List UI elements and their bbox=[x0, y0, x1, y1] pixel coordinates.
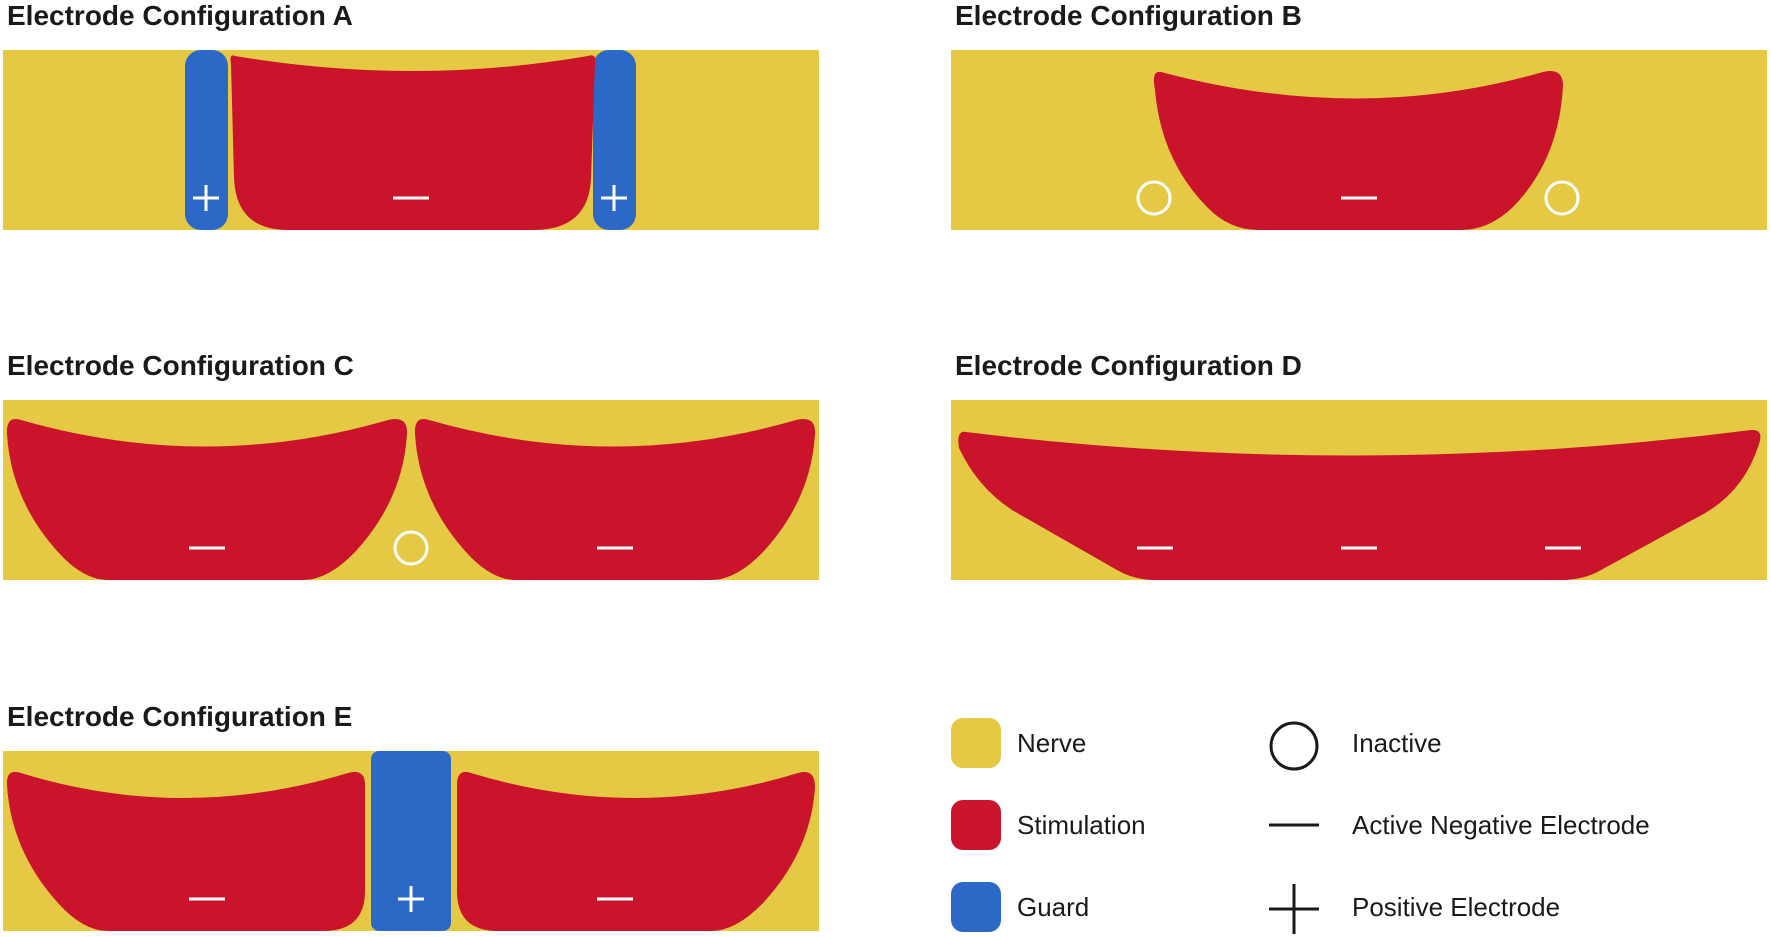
guard-region bbox=[371, 751, 451, 931]
panel-d-diagram bbox=[951, 400, 1767, 580]
panel-a-diagram bbox=[3, 50, 819, 230]
positive-electrode-icon bbox=[1269, 884, 1319, 934]
stimulation-region bbox=[6, 418, 408, 580]
legend-stimulation-label: Stimulation bbox=[1017, 810, 1146, 840]
panel-a-title: Electrode Configuration A bbox=[7, 0, 353, 31]
stimulation-region bbox=[958, 429, 1761, 580]
positive-electrode-icon bbox=[398, 886, 424, 912]
stimulation-region bbox=[457, 771, 815, 931]
legend-guard-label: Guard bbox=[1017, 892, 1090, 922]
nerve-swatch bbox=[951, 718, 1001, 768]
panel-c-title: Electrode Configuration C bbox=[7, 350, 354, 381]
panel-d-title: Electrode Configuration D bbox=[955, 350, 1302, 381]
positive-electrode-icon bbox=[193, 185, 219, 211]
guard-region-left bbox=[185, 50, 228, 230]
legend-nerve-label: Nerve bbox=[1017, 728, 1087, 758]
stimulation-region bbox=[230, 55, 596, 230]
guard-swatch bbox=[951, 882, 1001, 932]
panel-b-title: Electrode Configuration B bbox=[955, 0, 1302, 31]
inactive-electrode-icon bbox=[393, 530, 429, 566]
inactive-electrode-icon bbox=[1544, 180, 1580, 216]
panel-c-diagram bbox=[3, 400, 819, 580]
negative-electrode-icon bbox=[1269, 823, 1319, 827]
panel-e-title: Electrode Configuration E bbox=[7, 701, 353, 732]
legend-inactive-label: Inactive bbox=[1352, 728, 1442, 758]
inactive-electrode-icon bbox=[1269, 721, 1319, 771]
stimulation-region bbox=[414, 418, 816, 580]
guard-region-right bbox=[593, 50, 636, 230]
panel-b-diagram bbox=[951, 50, 1767, 230]
legend-positive-label: Positive Electrode bbox=[1352, 892, 1561, 922]
stimulation-swatch bbox=[951, 800, 1001, 850]
stimulation-region bbox=[6, 771, 365, 931]
inactive-electrode-icon bbox=[1136, 180, 1172, 216]
positive-electrode-icon bbox=[601, 185, 627, 211]
panel-e-diagram bbox=[3, 751, 819, 931]
stimulation-region bbox=[1153, 70, 1563, 230]
legend-negative-label: Active Negative Electrode bbox=[1352, 810, 1650, 840]
